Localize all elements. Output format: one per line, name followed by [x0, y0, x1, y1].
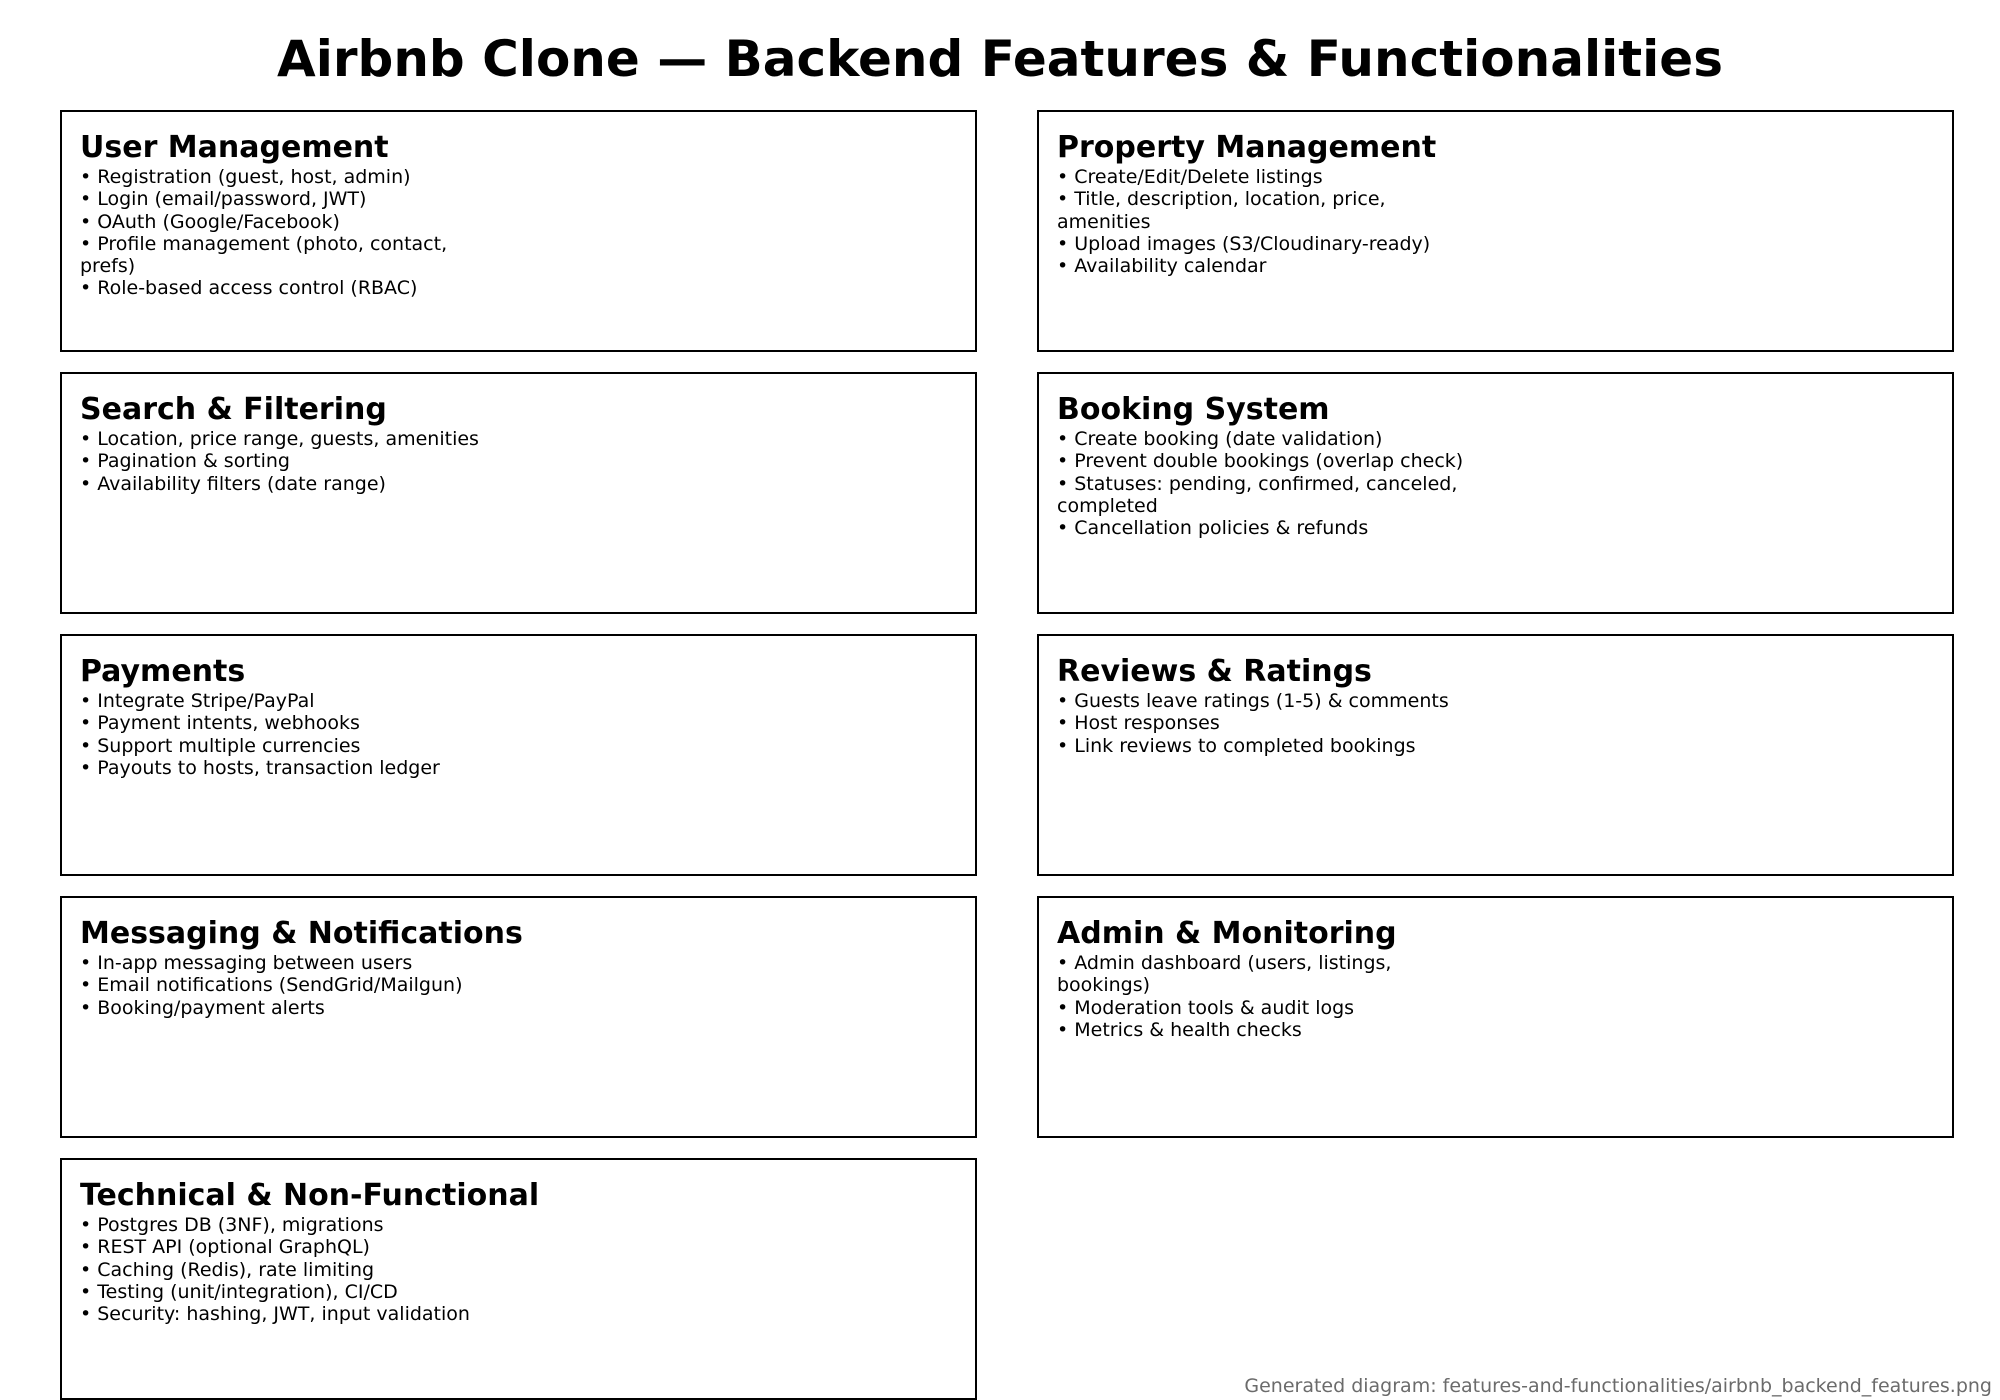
feature-list: Registration (guest, host, admin) Login …: [80, 166, 500, 300]
feature-item: Email notifications (SendGrid/Mailgun): [80, 974, 500, 996]
section-title: Technical & Non-Functional: [80, 1178, 540, 1213]
section-booking-system: Booking System Create booking (date vali…: [1037, 372, 1954, 614]
section-messaging-notifications: Messaging & Notifications In-app messagi…: [60, 896, 977, 1138]
feature-item: Testing (unit/integration), CI/CD: [80, 1281, 500, 1303]
section-title: Admin & Monitoring: [1057, 916, 1397, 951]
feature-list: Integrate Stripe/PayPal Payment intents,…: [80, 690, 500, 779]
section-user-management: User Management Registration (guest, hos…: [60, 110, 977, 352]
feature-item: Registration (guest, host, admin): [80, 166, 500, 188]
feature-item: Host responses: [1057, 712, 1477, 734]
feature-item: Caching (Redis), rate limiting: [80, 1259, 500, 1281]
feature-item: Title, description, location, price, ame…: [1057, 188, 1477, 233]
feature-item: Login (email/password, JWT): [80, 188, 500, 210]
section-title: Messaging & Notifications: [80, 916, 523, 951]
section-admin-monitoring: Admin & Monitoring Admin dashboard (user…: [1037, 896, 1954, 1138]
feature-item: Role-based access control (RBAC): [80, 277, 500, 299]
feature-item: Create/Edit/Delete listings: [1057, 166, 1477, 188]
section-search-filtering: Search & Filtering Location, price range…: [60, 372, 977, 614]
section-title: Property Management: [1057, 130, 1437, 165]
section-title: Booking System: [1057, 392, 1330, 427]
section-title: User Management: [80, 130, 389, 165]
feature-item: Availability calendar: [1057, 255, 1477, 277]
section-technical-non-functional: Technical & Non-Functional Postgres DB (…: [60, 1158, 977, 1400]
feature-item: Prevent double bookings (overlap check): [1057, 450, 1477, 472]
feature-item: Admin dashboard (users, listings, bookin…: [1057, 952, 1477, 997]
feature-item: Booking/payment alerts: [80, 997, 500, 1019]
feature-list: Guests leave ratings (1-5) & comments Ho…: [1057, 690, 1477, 757]
feature-item: Location, price range, guests, amenities: [80, 428, 500, 450]
feature-item: Availability filters (date range): [80, 473, 500, 495]
feature-item: Pagination & sorting: [80, 450, 500, 472]
feature-item: Postgres DB (3NF), migrations: [80, 1214, 500, 1236]
page-title: Airbnb Clone — Backend Features & Functi…: [277, 30, 1723, 88]
feature-item: Payment intents, webhooks: [80, 712, 500, 734]
feature-list: Admin dashboard (users, listings, bookin…: [1057, 952, 1477, 1041]
feature-item: Integrate Stripe/PayPal: [80, 690, 500, 712]
feature-item: Metrics & health checks: [1057, 1019, 1477, 1041]
section-property-management: Property Management Create/Edit/Delete l…: [1037, 110, 1954, 352]
feature-item: Support multiple currencies: [80, 735, 500, 757]
feature-list: Location, price range, guests, amenities…: [80, 428, 500, 495]
feature-list: Create/Edit/Delete listings Title, descr…: [1057, 166, 1477, 277]
feature-item: Statuses: pending, confirmed, canceled, …: [1057, 473, 1477, 518]
feature-item: Link reviews to completed bookings: [1057, 735, 1477, 757]
feature-item: Cancellation policies & refunds: [1057, 517, 1477, 539]
section-title: Reviews & Ratings: [1057, 654, 1372, 689]
feature-list: In-app messaging between users Email not…: [80, 952, 500, 1019]
feature-list: Create booking (date validation) Prevent…: [1057, 428, 1477, 539]
feature-item: Upload images (S3/Cloudinary-ready): [1057, 233, 1477, 255]
section-title: Search & Filtering: [80, 392, 387, 427]
feature-item: Security: hashing, JWT, input validation: [80, 1303, 500, 1325]
feature-list: Postgres DB (3NF), migrations REST API (…: [80, 1214, 500, 1325]
section-title: Payments: [80, 654, 246, 689]
section-reviews-ratings: Reviews & Ratings Guests leave ratings (…: [1037, 634, 1954, 876]
feature-item: Guests leave ratings (1-5) & comments: [1057, 690, 1477, 712]
footer-caption: Generated diagram: features-and-function…: [1244, 1375, 1992, 1397]
feature-item: OAuth (Google/Facebook): [80, 211, 500, 233]
feature-item: Profile management (photo, contact, pref…: [80, 233, 500, 278]
feature-item: REST API (optional GraphQL): [80, 1236, 500, 1258]
section-payments: Payments Integrate Stripe/PayPal Payment…: [60, 634, 977, 876]
feature-item: Create booking (date validation): [1057, 428, 1477, 450]
feature-item: Moderation tools & audit logs: [1057, 997, 1477, 1019]
feature-item: Payouts to hosts, transaction ledger: [80, 757, 500, 779]
feature-item: In-app messaging between users: [80, 952, 500, 974]
